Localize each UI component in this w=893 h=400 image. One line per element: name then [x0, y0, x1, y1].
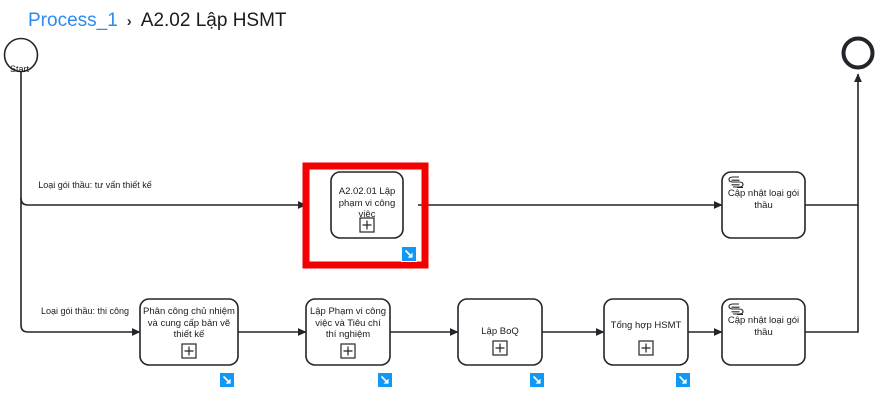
collapsed-subprocess-icon [638, 340, 654, 356]
selection-highlight [302, 162, 429, 269]
collapsed-subprocess-icon [340, 343, 356, 359]
collapsed-subprocess-icon [181, 343, 197, 359]
arrow-down-right-icon [532, 375, 541, 384]
script-task-icon [728, 176, 744, 189]
flow-branch-top [20, 197, 307, 209]
drill-down-badge-lapphamvi[interactable] [377, 372, 393, 388]
drill-down-badge-lapboq[interactable] [529, 372, 545, 388]
flow-bottom-to-end [805, 205, 859, 333]
arrow-down-right-icon [222, 375, 231, 384]
script-task-icon [728, 303, 744, 316]
flow-start-spine [20, 72, 29, 333]
breadcrumb-current: A2.02 Lập HSMT [140, 10, 287, 31]
arrow-down-right-icon [380, 375, 389, 384]
task-a20201[interactable] [330, 171, 404, 239]
collapsed-subprocess-icon [359, 217, 375, 233]
drill-down-badge-tonghop[interactable] [675, 372, 691, 388]
task-lapboq[interactable] [457, 298, 543, 366]
task-capnhat-bottom[interactable] [721, 298, 806, 366]
drill-down-badge-a20201[interactable] [401, 246, 417, 262]
start-event[interactable] [3, 37, 39, 73]
flow-top-to-end [805, 73, 862, 206]
breadcrumb-separator-icon: › [126, 12, 132, 30]
collapsed-subprocess-icon [492, 340, 508, 356]
breadcrumb-root-link[interactable]: Process_1 [28, 10, 118, 31]
sequence-flows [20, 72, 862, 336]
drill-down-badge-phancong[interactable] [219, 372, 235, 388]
arrow-down-right-icon [404, 249, 413, 258]
task-phancong[interactable] [139, 298, 239, 366]
end-event[interactable] [841, 36, 875, 70]
task-capnhat-top[interactable] [721, 171, 806, 239]
task-lapphamvi[interactable] [305, 298, 391, 366]
task-tonghop[interactable] [603, 298, 689, 366]
breadcrumb: Process_1 › A2.02 Lập HSMT [28, 8, 287, 34]
arrow-down-right-icon [678, 375, 687, 384]
